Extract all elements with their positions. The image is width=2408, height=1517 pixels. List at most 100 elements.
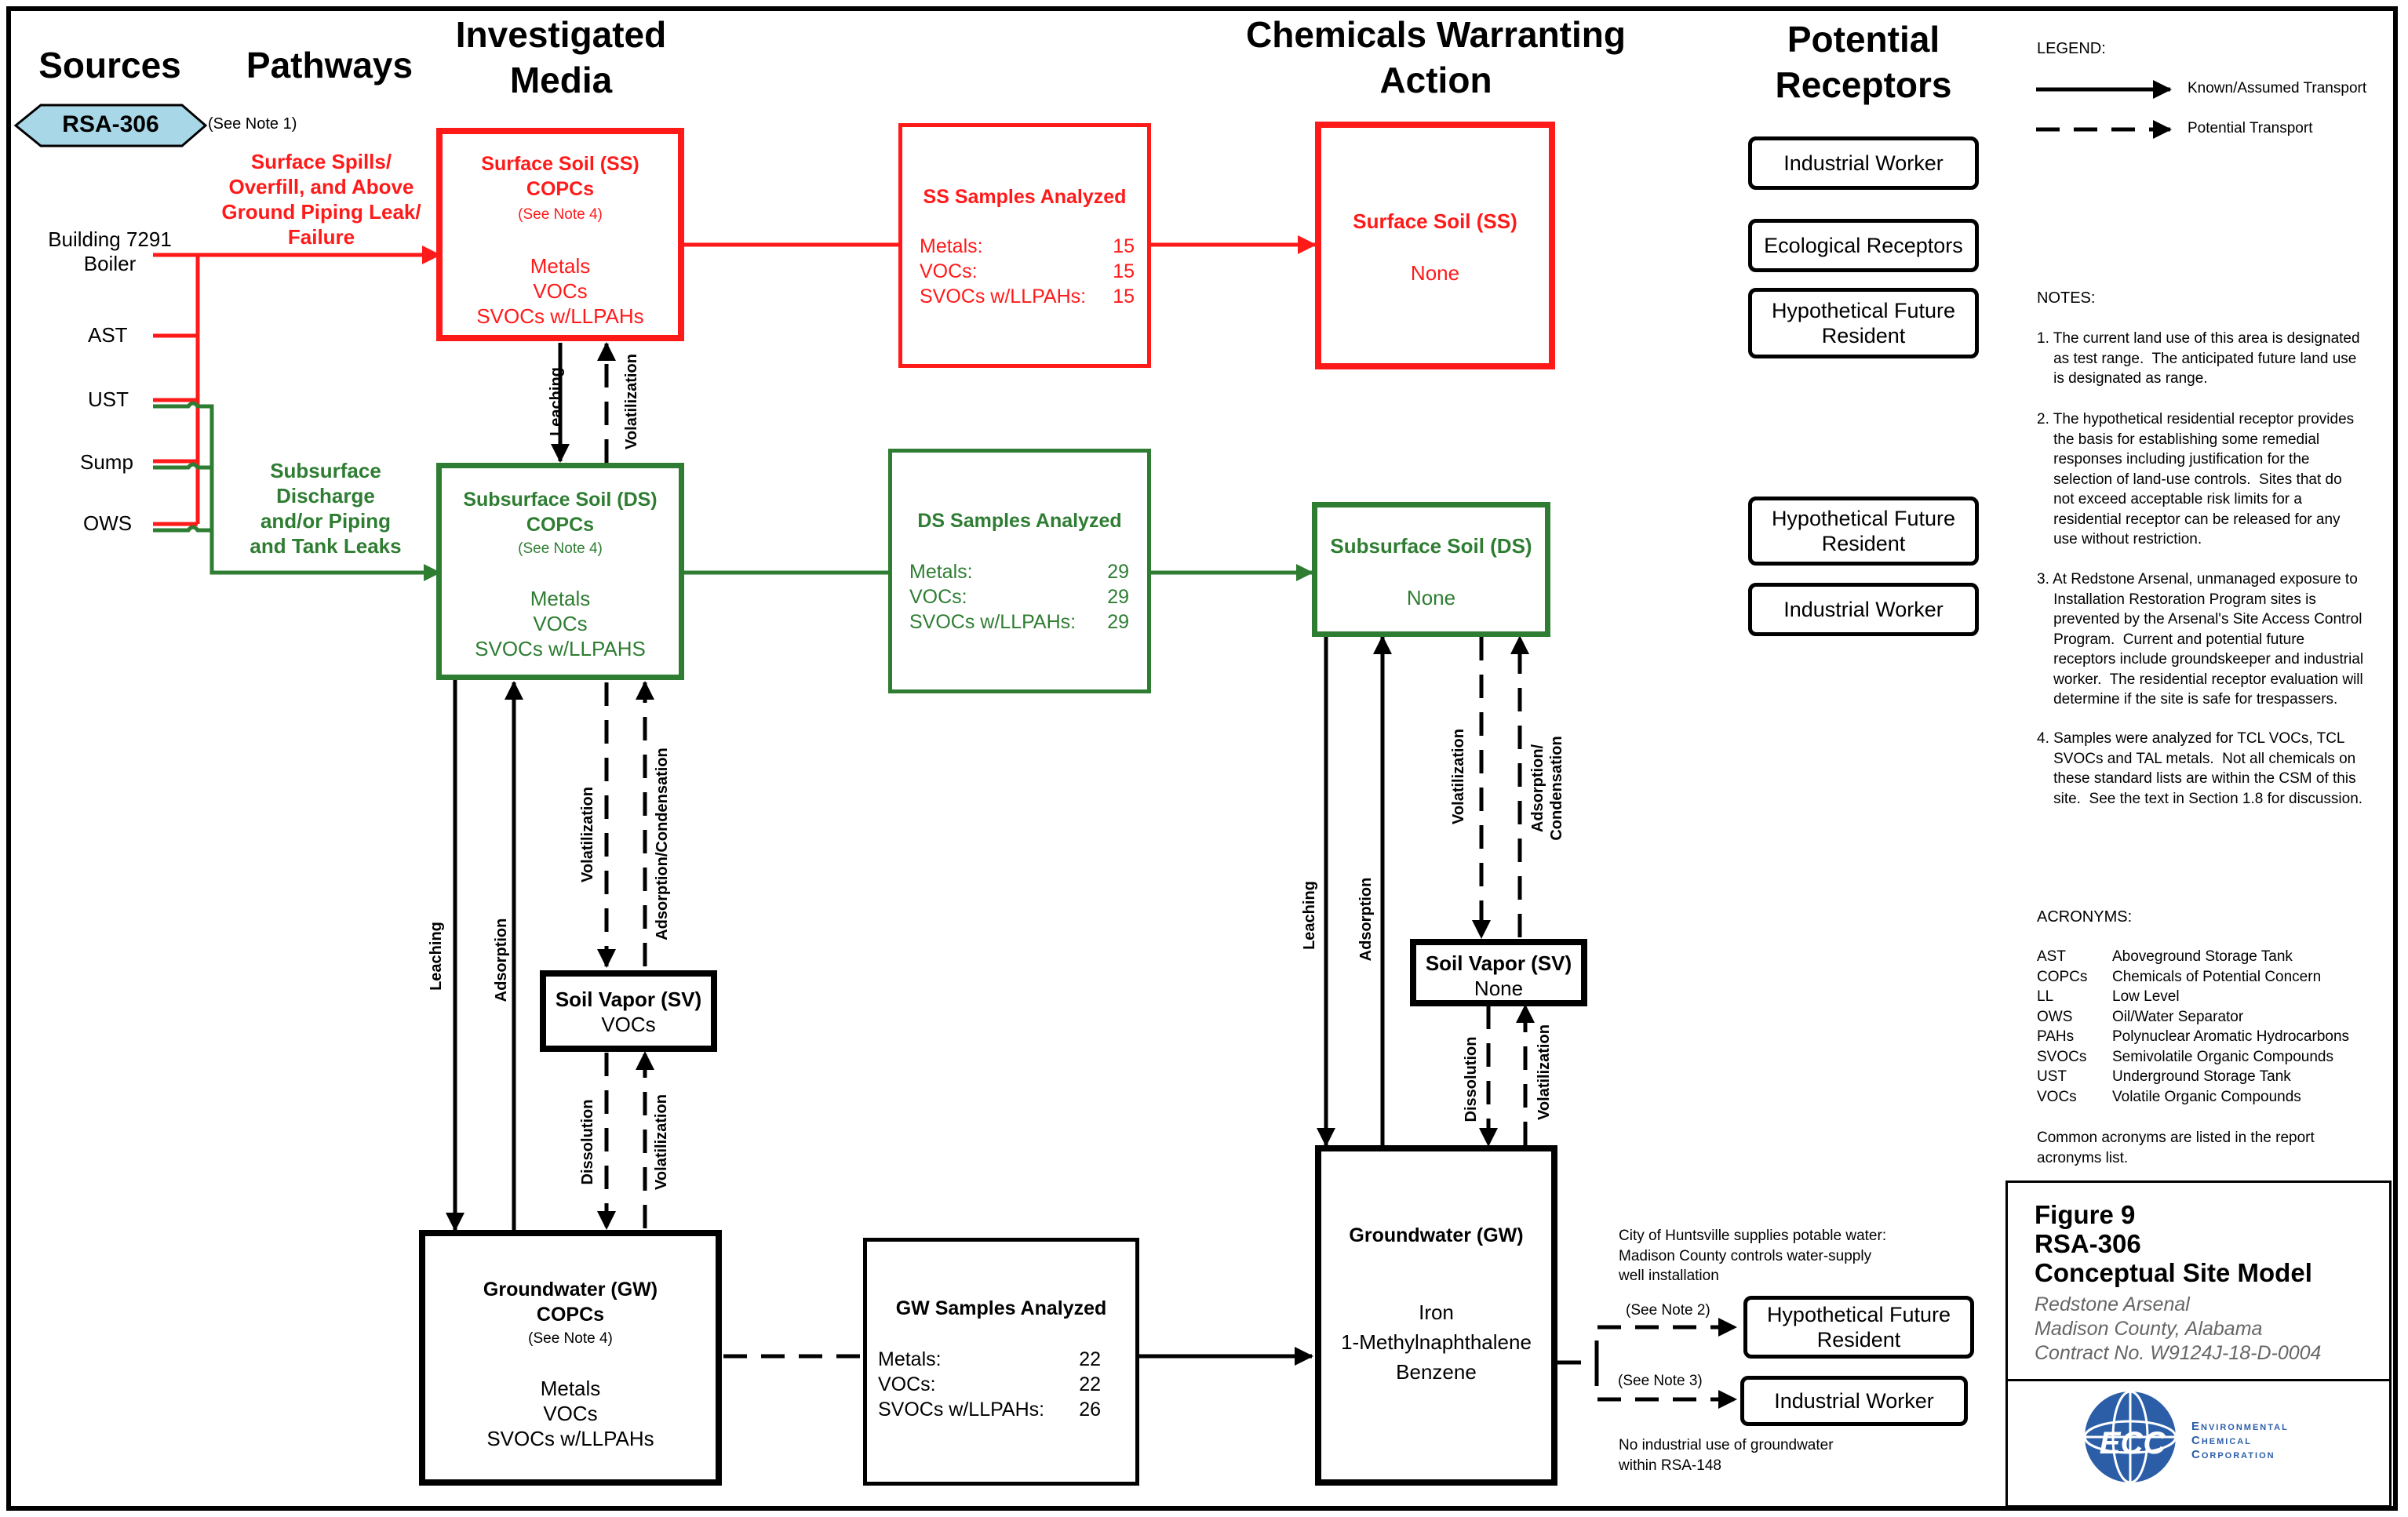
pathway-surface-spills: Surface Spills/ Overfill, and Above Grou…	[221, 150, 421, 249]
note-4: 4. Samples were analyzed for TCL VOCs, T…	[2037, 730, 2363, 807]
ss-samples-counts: 15 15 15	[1113, 235, 1135, 307]
label-adsorption-condensation-action: Adsorption/ Condensation	[1529, 736, 1565, 841]
company-logo-globe	[2083, 1390, 2177, 1484]
groundwater-copcs-note: (See Note 4)	[528, 1330, 613, 1347]
legend-known-transport: Known/Assumed Transport	[2188, 80, 2367, 96]
subsurface-soil-copcs-box: Subsurface Soil (DS) COPCs (See Note 4) …	[436, 463, 684, 680]
gw-see-note-3: (See Note 3)	[1618, 1373, 1703, 1389]
ss-samples-box: SS Samples Analyzed Metals: VOCs: SVOCs …	[898, 123, 1151, 368]
ds-samples-counts: 29 29 29	[1107, 561, 1129, 633]
black-solid-arrows	[446, 343, 1392, 1366]
receptor-industrial-worker-ss: Industrial Worker	[1748, 136, 1979, 190]
subsurface-soil-copcs-title: Subsurface Soil (DS) COPCs	[463, 489, 658, 536]
label-leaching-action: Leaching	[1301, 881, 1318, 950]
header-pathways: Pathways	[246, 45, 413, 85]
acronyms-footnote: Common acronyms are listed in the report…	[2037, 1130, 2315, 1166]
source-ows: OWS	[83, 511, 133, 535]
label-volatilization-ss: Volatilization	[623, 354, 640, 449]
figure-subtitle: Redstone Arsenal Madison County, Alabama…	[2035, 1293, 2322, 1364]
gw-action-title: Groundwater (GW)	[1349, 1224, 1524, 1246]
receptor-industrial-worker-gw: Industrial Worker	[1740, 1376, 1968, 1426]
soil-vapor-items: VOCs	[601, 1013, 656, 1036]
ds-action-title: Subsurface Soil (DS)	[1330, 534, 1532, 558]
label-volatilization-ds: Volatilization	[579, 787, 596, 882]
source-ust: UST	[88, 387, 129, 411]
label-volatilization-sv: Volatilization	[653, 1094, 670, 1190]
gw-action-box: Groundwater (GW) Iron 1-Methylnaphthalen…	[1315, 1145, 1557, 1486]
label-adsorption-condensation-ds: Adsorption/Condensation	[654, 748, 671, 940]
label-dissolution-sv: Dissolution	[579, 1099, 596, 1185]
company-name: Environmental Chemical Corporation	[2191, 1420, 2289, 1461]
label-volatilization-gw-action: Volatilization	[1536, 1024, 1553, 1120]
note-2: 2. The hypothetical residential receptor…	[2037, 411, 2355, 548]
gw-receptor-note-top: City of Huntsville supplies potable wate…	[1619, 1228, 1887, 1284]
legend-potential-transport: Potential Transport	[2188, 120, 2313, 136]
header-sources: Sources	[38, 45, 181, 85]
notes-title: NOTES:	[2037, 289, 2096, 307]
receptor-future-resident-ss: Hypothetical Future Resident	[1748, 288, 1979, 358]
acronyms-abbreviations: AST COPCs LL OWS PAHs SVOCs UST VOCs	[2037, 948, 2088, 1105]
note-3: 3. At Redstone Arsenal, unmanaged exposu…	[2037, 571, 2364, 708]
label-adsorption-action: Adsorption	[1357, 877, 1375, 962]
soil-vapor-box: Soil Vapor (SV) VOCs	[540, 970, 717, 1052]
red-source-lines	[153, 235, 1317, 526]
label-leaching-ss: Leaching	[548, 367, 565, 436]
legend-lines	[2036, 80, 2172, 139]
source-sump: Sump	[80, 450, 133, 474]
ss-action-title: Surface Soil (SS)	[1353, 209, 1517, 233]
note-1: 1. The current land use of this area is …	[2037, 330, 2360, 387]
figure-title-block: Figure 9 RSA-306 Conceptual Site Model R…	[2005, 1180, 2392, 1508]
ds-action-value: None	[1406, 586, 1456, 609]
sv-action-box: Soil Vapor (SV) None	[1410, 939, 1587, 1006]
ds-samples-title: DS Samples Analyzed	[917, 510, 1122, 532]
label-volatilization-action: Volatilization	[1450, 729, 1467, 824]
gw-receptor-note-bottom: No industrial use of groundwater within …	[1619, 1437, 1834, 1474]
groundwater-copcs-title: Groundwater (GW) COPCs	[483, 1279, 658, 1326]
surface-soil-copcs-note: (See Note 4)	[518, 206, 603, 223]
groundwater-copcs-box: Groundwater (GW) COPCs (See Note 4) Meta…	[419, 1230, 722, 1486]
ss-action-value: None	[1410, 261, 1460, 285]
gw-samples-title: GW Samples Analyzed	[895, 1297, 1107, 1319]
label-adsorption-ds: Adsorption	[493, 918, 510, 1002]
ds-action-box: Subsurface Soil (DS) None	[1312, 502, 1550, 637]
surface-soil-copcs-box: Surface Soil (SS) COPCs (See Note 4) Met…	[436, 128, 684, 341]
header-investigated-media: Investigated Media	[455, 14, 667, 100]
legend-title: LEGEND:	[2037, 40, 2106, 57]
receptor-industrial-worker-ds: Industrial Worker	[1748, 583, 1979, 636]
acronyms-title: ACRONYMS:	[2037, 908, 2133, 926]
surface-soil-copcs-title: Surface Soil (SS) COPCs	[481, 153, 639, 200]
source-ast: AST	[88, 323, 128, 347]
black-dashed-arrows	[597, 342, 1737, 1409]
header-chemicals-warranting-action: Chemicals Warranting Action	[1246, 14, 1626, 100]
ss-samples-labels: Metals: VOCs: SVOCs w/LLPAHs:	[920, 235, 1087, 307]
title-block-divider	[2008, 1379, 2389, 1381]
sv-action-title: Soil Vapor (SV)	[1425, 951, 1572, 975]
ds-samples-box: DS Samples Analyzed Metals: VOCs: SVOCs …	[888, 449, 1151, 693]
receptor-future-resident-gw: Hypothetical Future Resident	[1743, 1296, 1974, 1359]
header-potential-receptors: Potential Receptors	[1775, 19, 1952, 105]
gw-samples-counts: 22 22 26	[1079, 1348, 1101, 1421]
soil-vapor-title: Soil Vapor (SV)	[555, 988, 702, 1011]
pathway-subsurface-discharge: Subsurface Discharge and/or Piping and T…	[250, 459, 402, 558]
gw-action-items: Iron 1-Methylnaphthalene Benzene	[1341, 1301, 1532, 1384]
diagram-frame	[6, 6, 2398, 1511]
acronyms-definitions: Aboveground Storage Tank Chemicals of Po…	[2112, 948, 2350, 1105]
company-logo-text: ECC	[2099, 1426, 2166, 1461]
ss-action-box: Surface Soil (SS) None	[1315, 122, 1555, 369]
source-building-boiler: Building 7291 Boiler	[48, 227, 172, 276]
subsurface-soil-copcs-items: Metals VOCs SVOCs w/LLPAHS	[475, 587, 646, 660]
ss-samples-title: SS Samples Analyzed	[923, 186, 1127, 208]
gw-samples-labels: Metals: VOCs: SVOCs w/LLPAHs:	[878, 1348, 1045, 1421]
groundwater-copcs-items: Metals VOCs SVOCs w/LLPAHs	[486, 1377, 654, 1450]
site-tag-note: (See Note 1)	[208, 115, 297, 133]
figure-title: Figure 9 RSA-306 Conceptual Site Model	[2035, 1200, 2312, 1287]
surface-soil-copcs-items: Metals VOCs SVOCs w/LLPAHs	[476, 254, 644, 328]
subsurface-soil-copcs-note: (See Note 4)	[518, 540, 603, 557]
label-leaching-ds: Leaching	[428, 922, 445, 991]
sv-action-value: None	[1474, 977, 1524, 1000]
ds-samples-labels: Metals: VOCs: SVOCs w/LLPAHs:	[909, 561, 1076, 633]
site-tag-label: RSA-306	[62, 111, 159, 137]
gw-see-note-2: (See Note 2)	[1626, 1302, 1710, 1319]
receptor-ecological-ss: Ecological Receptors	[1748, 219, 1979, 272]
